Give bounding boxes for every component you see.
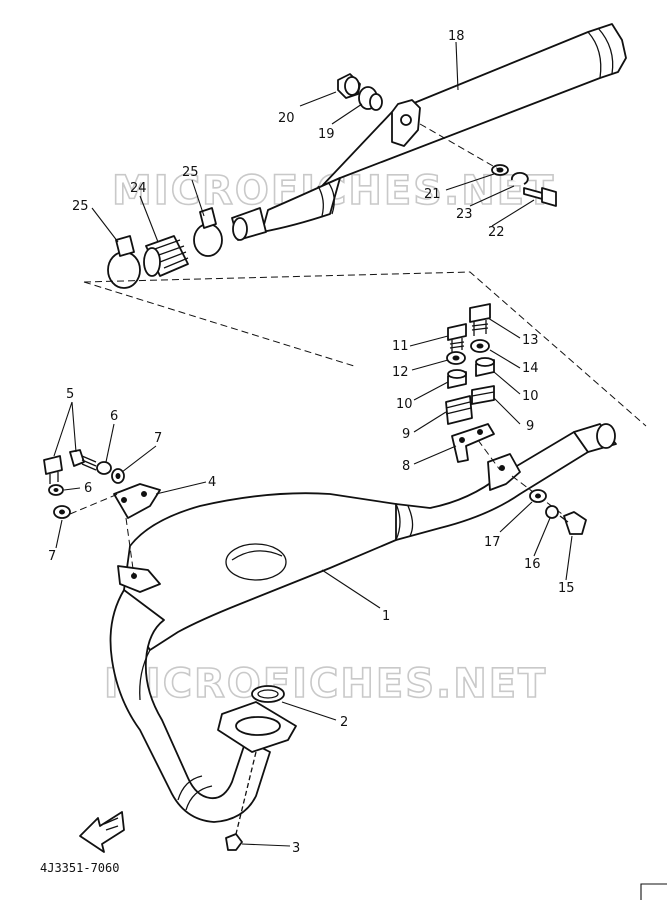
callout-6-lower: 6 [84,481,92,496]
bolt-part-15 [559,511,587,535]
callout-9-left: 9 [402,427,410,442]
muffler-part-18 [231,23,627,241]
callout-7-lower: 7 [48,549,56,564]
callout-25-left: 25 [72,199,89,214]
page-corner-mark [640,883,667,900]
leader-lines [53,41,573,847]
callout-25-right: 25 [182,165,199,180]
callout-6-upper: 6 [110,409,118,424]
callout-17: 17 [484,535,501,550]
callout-3: 3 [292,841,300,856]
callout-23: 23 [456,207,473,222]
watermark-bottom: MICROFICHES.NET [104,661,547,707]
callout-21: 21 [424,187,441,202]
forward-direction-arrow-icon [79,811,125,853]
callout-14: 14 [522,361,539,376]
callout-16: 16 [524,557,541,572]
callout-11: 11 [392,339,409,354]
callout-10-left: 10 [396,397,413,412]
gasket-part-2 [251,685,285,703]
bolt-part-5-lower [69,449,97,471]
exhaust-pipe-part-1 [109,423,617,823]
bracket-part-4 [113,483,161,519]
collar-part-20 [337,73,361,99]
callout-1: 1 [382,609,390,624]
washer-part-14 [470,339,490,353]
clamp-part-25-right [193,207,223,257]
washer-part-7-left [53,505,71,519]
callout-9-right: 9 [526,419,534,434]
collar-part-10-right [475,357,495,377]
grommet-part-9-right [471,385,495,405]
callout-8: 8 [402,459,410,474]
collar-part-10-left [447,369,467,389]
callout-18: 18 [448,29,465,44]
callout-20: 20 [278,111,295,126]
bolt-part-13 [469,303,491,336]
diagram-code: 4J3351-7060 [40,861,119,875]
washer-part-6-left [48,484,64,496]
callout-24: 24 [130,181,147,196]
washer-part-12 [446,351,466,365]
washer-part-7-right [111,468,125,484]
joint-part-24 [143,235,189,277]
callout-22: 22 [488,225,505,240]
bolt-part-22 [523,187,557,207]
callout-10-right: 10 [522,389,539,404]
callout-4: 4 [208,475,216,490]
callout-2: 2 [340,715,348,730]
washer-part-16 [545,505,559,519]
callout-19: 19 [318,127,335,142]
washer-part-17 [529,489,547,503]
clamp-part-25-left [107,235,141,289]
washer-part-6-right [96,461,112,475]
callout-labels: 18 20 19 25 24 25 21 23 22 11 13 12 14 1… [48,29,575,856]
callout-7-upper: 7 [154,431,162,446]
bolt-part-11 [447,323,467,352]
callout-13: 13 [522,333,539,348]
grommet-part-19 [358,86,383,111]
nut-part-3 [225,751,257,851]
bolt-part-5-upper [43,455,63,484]
bracket-part-8 [451,423,495,463]
callout-15: 15 [558,581,575,596]
grommet-part-9-left [445,395,473,425]
callout-12: 12 [392,365,409,380]
lockwasher-part-23 [510,171,529,185]
callout-5: 5 [66,387,74,402]
